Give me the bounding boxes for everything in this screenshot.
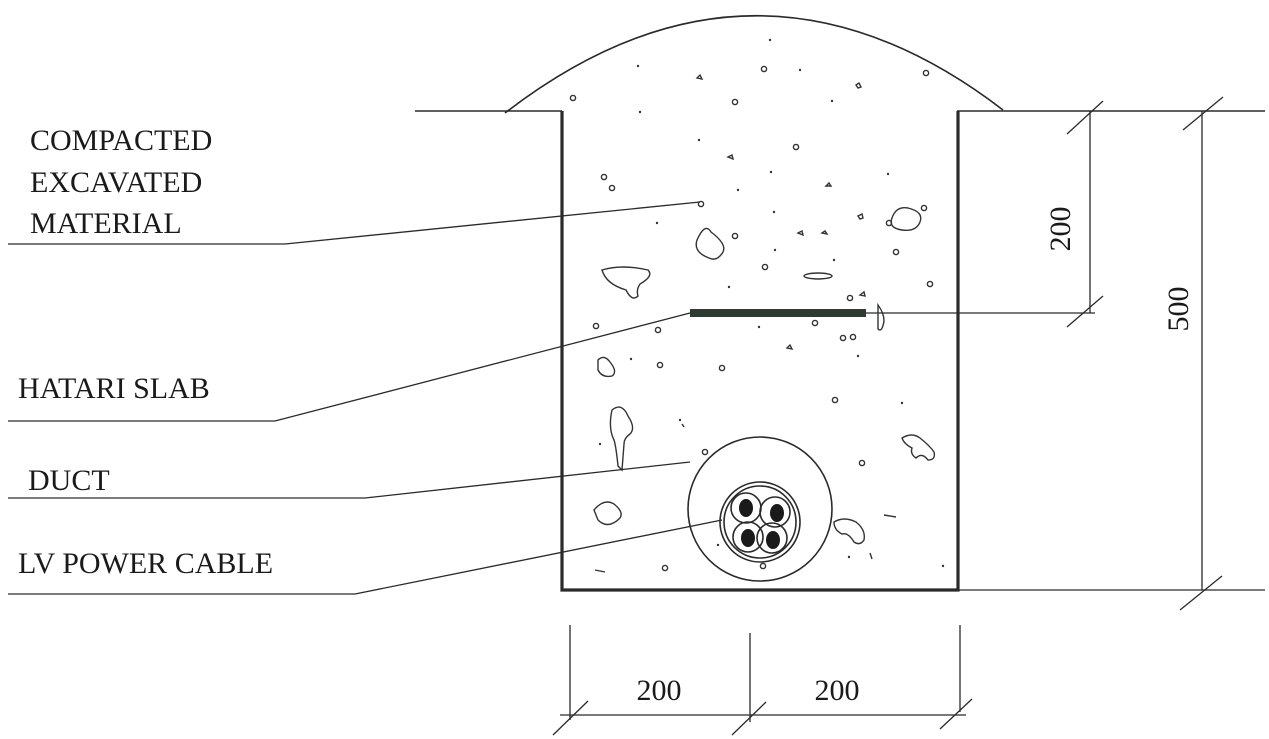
dimension-trench-depth (1179, 96, 1224, 611)
label-fill-material-line1: COMPACTED (30, 124, 212, 157)
cable-core (766, 531, 780, 549)
label-fill-material-line3: MATERIAL (30, 207, 182, 240)
lv-power-cable (719, 481, 801, 563)
label-fill-material-line2: EXCAVATED (30, 166, 202, 199)
fill-material-texture (569, 38, 945, 573)
dimension-label-width-right: 200 (815, 674, 860, 707)
hatari-slab (690, 309, 866, 317)
leader-hatari-slab (8, 312, 691, 422)
cable-core (770, 504, 784, 522)
dimension-label-slab-depth: 200 (1044, 207, 1077, 252)
dimension-label-width-left: 200 (637, 674, 682, 707)
cable-core (739, 499, 753, 517)
dimension-slab-depth (1066, 100, 1104, 328)
cable-core (741, 529, 755, 547)
trench-outline (560, 111, 960, 592)
label-hatari-slab: HATARI SLAB (18, 372, 210, 405)
dimension-trench-width (552, 625, 973, 736)
leader-lv-power-cable (8, 519, 723, 595)
leader-duct (8, 461, 691, 499)
leader-fill-material (8, 201, 701, 245)
label-lv-power-cable: LV POWER CABLE (18, 547, 273, 580)
duct (687, 436, 833, 582)
backfill-mound (504, 15, 1004, 114)
dimension-label-trench-depth: 500 (1162, 287, 1195, 332)
label-duct: DUCT (28, 464, 110, 497)
